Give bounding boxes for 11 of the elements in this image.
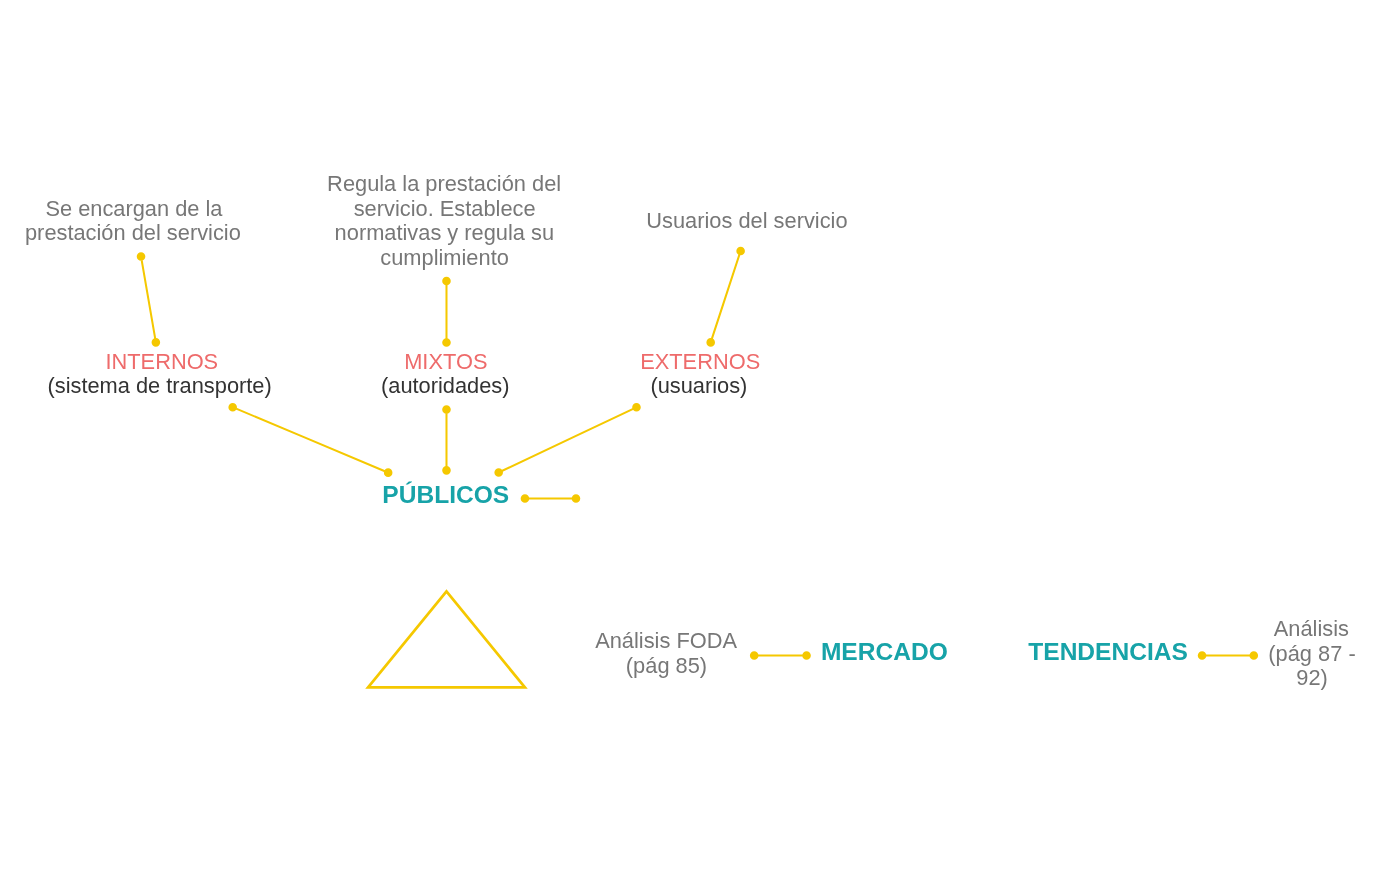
node-text: Análisis FODA (pág 85) <box>595 628 737 678</box>
node-text: PÚBLICOS <box>382 481 510 509</box>
node-text: MERCADO <box>820 638 948 666</box>
node-text: TENDENCIAS <box>1028 638 1188 666</box>
node-text: Se encargan de la prestación del servicio <box>24 195 241 246</box>
node-text: EXTERNOS (usuarios) <box>640 348 761 399</box>
node-text: Análisis (pág 87 - 92) <box>1268 616 1356 691</box>
node-text: Usuarios del servicio <box>646 208 848 234</box>
node-text: MIXTOS (autoridades) <box>381 348 510 399</box>
node-text: INTERNOS (sistema de transporte) <box>47 348 272 399</box>
node-text: Regula la prestación del servicio. Establece normativas y regula su cumplimiento <box>327 171 562 271</box>
